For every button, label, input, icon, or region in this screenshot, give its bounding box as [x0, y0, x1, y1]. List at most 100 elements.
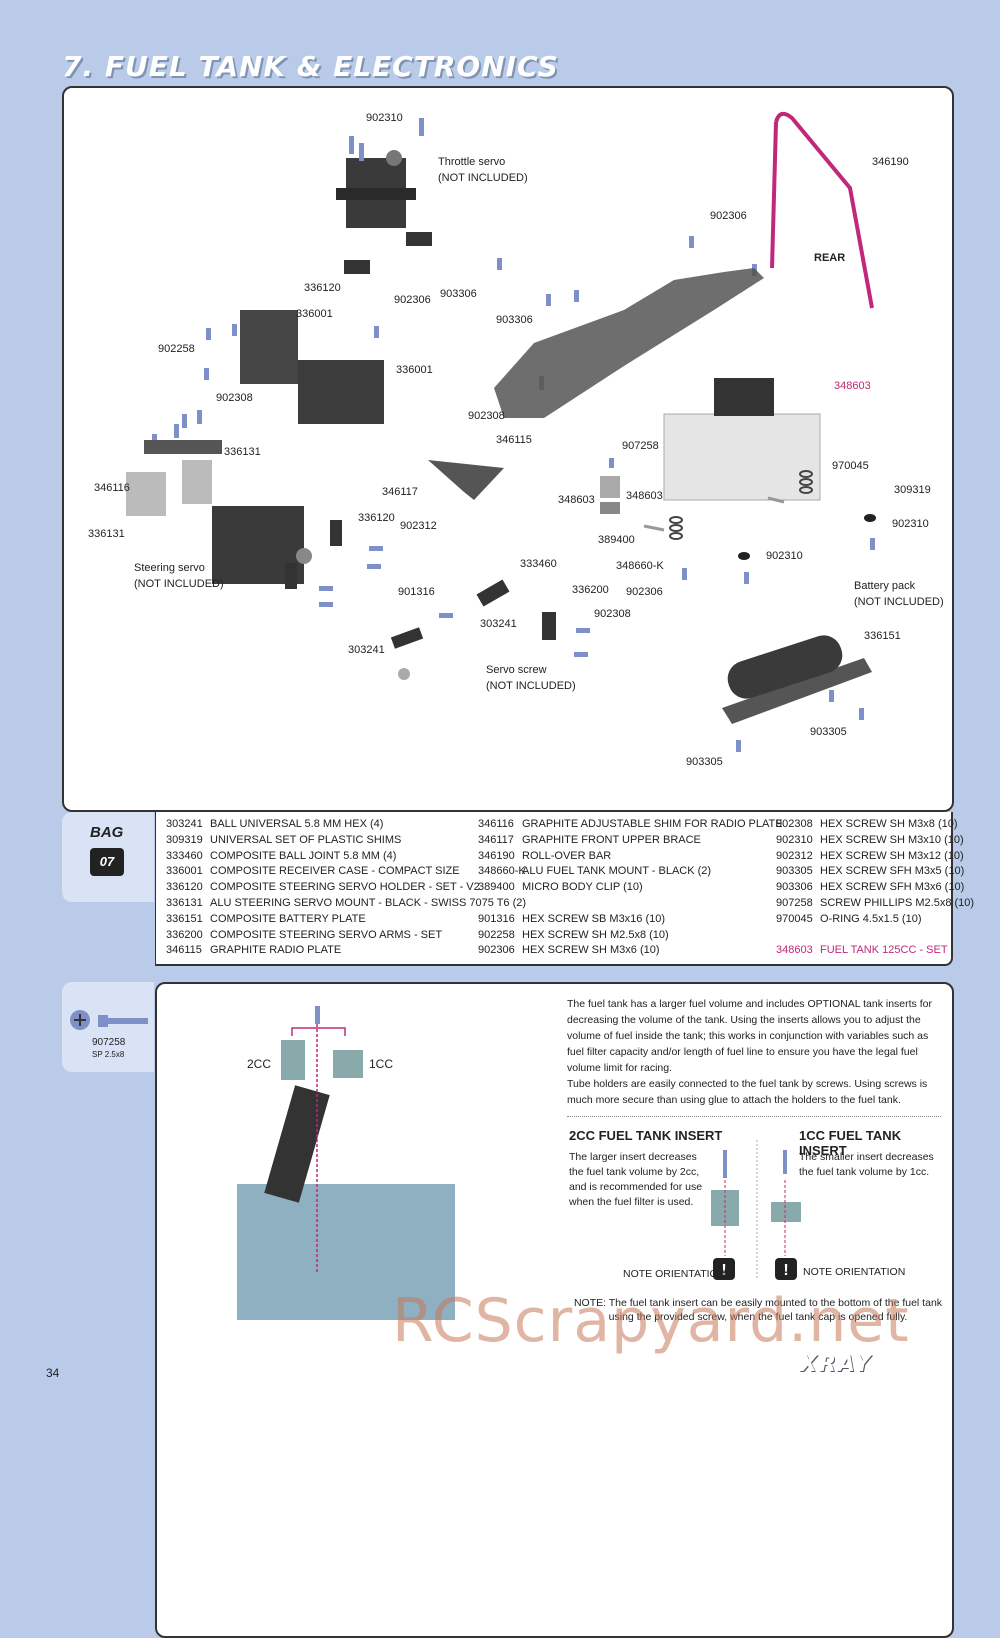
tube-holder-paragraph: Tube holders are easily connected to the…	[567, 1078, 928, 1106]
part-label: 902310	[766, 550, 803, 562]
intro-paragraph: The fuel tank has a larger fuel volume a…	[567, 998, 932, 1074]
part-label: 336131	[224, 446, 261, 458]
part-row: 336001 COMPOSITE RECEIVER CASE - COMPACT …	[166, 864, 526, 880]
part-label: (NOT INCLUDED)	[438, 172, 528, 184]
part-label: 902306	[710, 210, 747, 222]
page-title: 7. FUEL TANK & ELECTRONICS	[62, 50, 559, 83]
part-code: 346115	[166, 944, 202, 957]
exploded-diagram: 902310 Throttle servo (NOT INCLUDED) 346…	[62, 86, 954, 812]
part-label: 902310	[892, 518, 929, 530]
part-description: SCREW PHILLIPS M2.5x8 (10)	[820, 896, 975, 909]
part-row	[776, 928, 974, 944]
part-row: 907258 SCREW PHILLIPS M2.5x8 (10)	[776, 896, 974, 912]
diagram-illustration	[126, 111, 876, 752]
part-row: 348660-KALU FUEL TANK MOUNT - BLACK (2)	[478, 864, 783, 880]
part-label: 907258	[622, 440, 659, 452]
part-label: (NOT INCLUDED)	[134, 578, 224, 590]
part-code: 902258	[478, 928, 515, 941]
part-code: 346116	[478, 818, 514, 830]
part-label: 336120	[358, 512, 395, 524]
part-label: (NOT INCLUDED)	[854, 596, 944, 608]
part-code: 309319	[166, 833, 203, 846]
insert-2cc-label: 2CC	[247, 1057, 272, 1071]
part-label: 303241	[480, 618, 517, 630]
throttle-servo	[336, 150, 432, 274]
part-description: COMPOSITE STEERING SERVO ARMS - SET	[210, 928, 443, 941]
part-label: (NOT INCLUDED)	[486, 680, 576, 692]
part-description: COMPOSITE RECEIVER CASE - COMPACT SIZE	[210, 865, 460, 878]
part-label: 336001	[396, 364, 433, 376]
part-code: 902306	[478, 944, 515, 957]
part-description: HEX SCREW SH M3x6 (10)	[522, 944, 660, 957]
part-code: 348603	[776, 944, 813, 957]
part-label: Battery pack	[854, 580, 916, 592]
part-label: Throttle servo	[438, 156, 506, 168]
part-label: Servo screw	[486, 664, 547, 676]
part-code: 333460	[166, 849, 203, 862]
part-code: 902312	[776, 849, 813, 862]
part-code: 348660-K	[478, 865, 526, 878]
part-description: HEX SCREW SH M3x8 (10)	[820, 818, 958, 830]
part-code: 970045	[776, 912, 813, 925]
part-row: 902306 HEX SCREW SH M3x6 (10)	[478, 943, 783, 959]
part-code: 336120	[166, 881, 203, 894]
text-2cc: The larger insert decreases the fuel tan…	[569, 1151, 703, 1208]
part-description: HEX SCREW SB M3x16 (10)	[522, 912, 666, 925]
page-number: 34	[46, 1366, 60, 1380]
part-code: 902308	[776, 818, 813, 830]
part-label: 903306	[440, 288, 477, 300]
divider	[567, 1116, 941, 1117]
part-description: BALL UNIVERSAL 5.8 MM HEX (4)	[210, 818, 384, 830]
tank-insert-illustration	[237, 1006, 455, 1320]
svg-text:!: !	[783, 1262, 788, 1279]
part-label: 902310	[366, 112, 403, 124]
part-row: 346116 GRAPHITE ADJUSTABLE SHIM FOR RADIO…	[478, 817, 783, 833]
watermark: RCScrapyard.net	[392, 1286, 910, 1356]
part-code: 907258	[776, 896, 813, 909]
part-description: ROLL-OVER BAR	[522, 849, 612, 862]
part-label: 346190	[872, 156, 909, 168]
note-orientation-2cc: NOTE ORIENTATION	[623, 1268, 726, 1280]
screw-code: 907258	[92, 1037, 126, 1048]
part-description: UNIVERSAL SET OF PLASTIC SHIMS	[210, 833, 402, 846]
part-label: 903305	[810, 726, 847, 738]
part-row	[478, 896, 783, 912]
part-code: 336001	[166, 865, 203, 878]
part-label: 902308	[594, 608, 631, 620]
part-label: 902312	[400, 520, 437, 532]
part-description: HEX SCREW SH M2.5x8 (10)	[522, 928, 669, 941]
bag-label: BAG	[90, 824, 124, 841]
part-label: 970045	[832, 460, 869, 472]
part-description: GRAPHITE ADJUSTABLE SHIM FOR RADIO PLATE	[522, 818, 783, 830]
parts-list: 303241 BALL UNIVERSAL 5.8 MM HEX (4) 30931…	[155, 812, 974, 966]
part-label: 902308	[216, 392, 253, 404]
insert-orientation-illustration: ! !	[711, 1140, 801, 1280]
part-label: 336001	[296, 308, 333, 320]
part-code: 903305	[776, 865, 813, 878]
part-label: 389400	[598, 534, 635, 546]
svg-text:!: !	[721, 1262, 726, 1279]
insert-1cc-label: 1CC	[369, 1057, 394, 1071]
part-code: 336131	[166, 896, 203, 909]
part-label: 309319	[894, 484, 931, 496]
note-orientation-1cc: NOTE ORIENTATION	[803, 1266, 906, 1278]
part-label: 902308	[468, 410, 505, 422]
screw-chip: 907258 SP 2.5x8	[62, 982, 154, 1072]
part-code: 303241	[166, 818, 203, 830]
part-code: 903306	[776, 881, 813, 894]
part-label: 902258	[158, 343, 195, 355]
heading-1cc: 1CC FUEL TANK INSERT	[799, 1128, 902, 1158]
part-row: 902258 HEX SCREW SH M2.5x8 (10)	[478, 928, 783, 944]
part-label: 348660-K	[616, 560, 664, 572]
